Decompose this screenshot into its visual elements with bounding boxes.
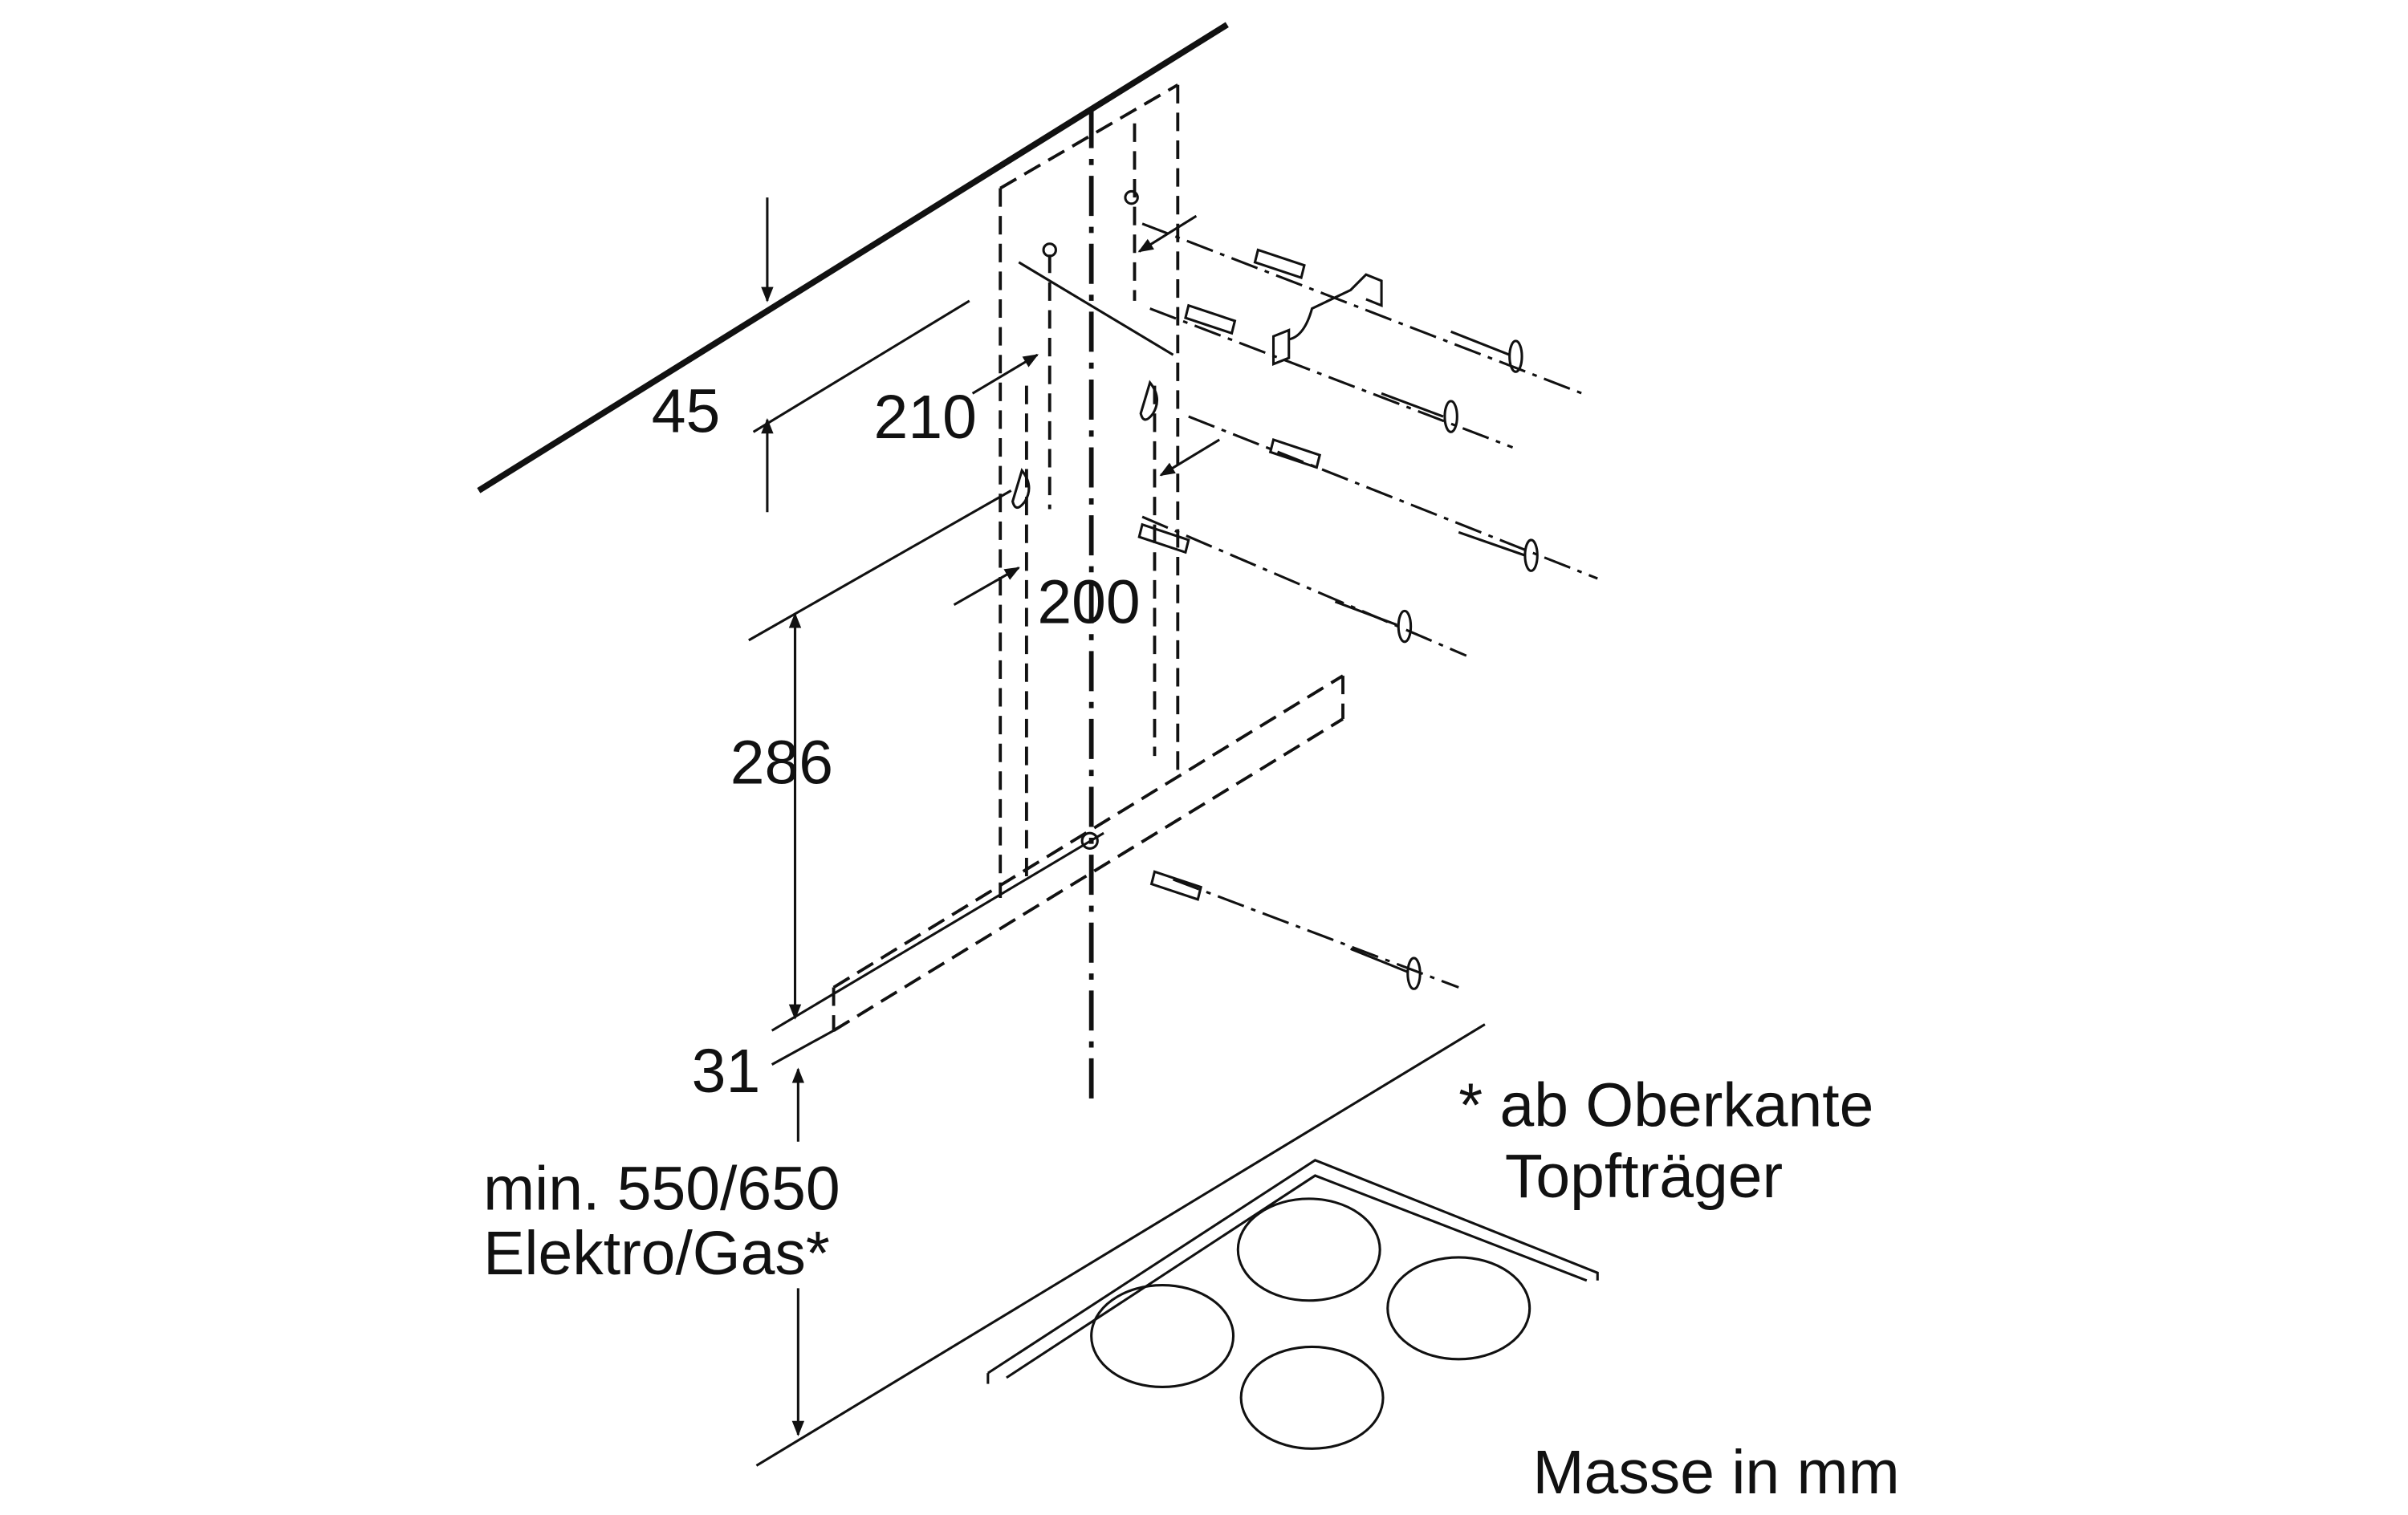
hook-bracket	[1271, 273, 1383, 367]
dimension-min-distance: min. 550/650 Elektro/Gas*	[483, 1067, 840, 1436]
dim-210-label: 210	[874, 383, 977, 452]
extension-line	[748, 489, 1012, 642]
dim-31-label: 31	[692, 1037, 761, 1106]
dimension-200: 200	[953, 438, 1221, 637]
dimension-45: 45	[652, 197, 970, 513]
cooktop	[986, 1159, 1599, 1450]
keyhole-mark	[1011, 468, 1031, 510]
cooktop-level-line	[755, 1023, 1486, 1467]
fixings	[1137, 222, 1598, 990]
ceiling-line	[477, 22, 1229, 493]
burner	[1236, 1197, 1381, 1302]
min-distance-label-2: Elektro/Gas*	[483, 1219, 830, 1288]
units-note: Masse in mm	[1533, 1438, 1900, 1507]
dim-45-label: 45	[652, 376, 721, 445]
burner	[1386, 1256, 1531, 1361]
mounting-panel-outline	[999, 83, 1180, 898]
dimension-286: 286	[730, 612, 833, 1020]
wall-plug	[1149, 870, 1202, 901]
dim-286-label: 286	[730, 729, 833, 798]
footnote-line-2: Topfträger	[1505, 1142, 1783, 1211]
screw	[1458, 530, 1539, 572]
wall-plug	[1253, 248, 1306, 280]
wall-plug	[1137, 522, 1190, 554]
hole-mark	[1124, 189, 1139, 205]
burner	[1090, 1283, 1235, 1388]
screw	[1350, 947, 1422, 990]
footnote-line-1: * ab Oberkante	[1458, 1071, 1873, 1140]
dim-200-label: 200	[1037, 568, 1140, 637]
wall-plug	[1268, 437, 1322, 469]
screw	[1450, 330, 1523, 373]
min-distance-label-1: min. 550/650	[483, 1154, 840, 1223]
hole-mark	[1042, 242, 1057, 258]
hole-mark	[1080, 831, 1099, 850]
lower-bracket-outline	[771, 674, 1344, 1066]
keyhole-mark	[1139, 380, 1158, 421]
screw	[1334, 600, 1413, 644]
dimension-210: 210	[874, 214, 1198, 452]
screw	[1381, 392, 1458, 433]
extension-line	[1018, 261, 1174, 356]
burner	[1239, 1345, 1385, 1450]
wall-plug	[1184, 303, 1237, 335]
